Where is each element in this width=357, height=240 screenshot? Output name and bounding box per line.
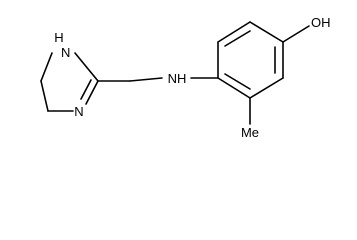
imidazoline-ring	[40, 52, 99, 112]
benzene-ring	[217, 21, 284, 99]
atom-label-ring-h: H	[54, 30, 63, 45]
molecular-structure-diagram: H N N NH OH Me	[40, 15, 331, 140]
atom-label-methyl: Me	[241, 125, 259, 140]
atom-label-ring-n: N	[74, 104, 83, 119]
bond-c5-c6	[249, 77, 284, 99]
bond-c2-c3-inner	[224, 30, 251, 47]
bond-c2-c3	[217, 21, 251, 43]
bond-c2-n3-inner	[80, 79, 92, 100]
bond-n1-c-ring-top	[40, 52, 53, 82]
atom-label-hydroxyl: OH	[311, 15, 331, 30]
bond-ring-oh	[282, 25, 310, 43]
methylene-linker	[97, 77, 219, 82]
bond-c-ring-top-c-ring-bottom	[40, 80, 49, 112]
bond-c6-c1-inner	[224, 73, 251, 90]
atom-label-ring-nh: N	[61, 45, 70, 60]
bond-ch2-nh	[129, 77, 163, 82]
bond-c3-c4	[249, 21, 284, 43]
atom-label-amine-nh: NH	[168, 71, 187, 86]
bond-n1-c2	[74, 52, 99, 82]
bond-c6-c1	[217, 77, 251, 99]
bond-c2-n3	[85, 80, 99, 105]
